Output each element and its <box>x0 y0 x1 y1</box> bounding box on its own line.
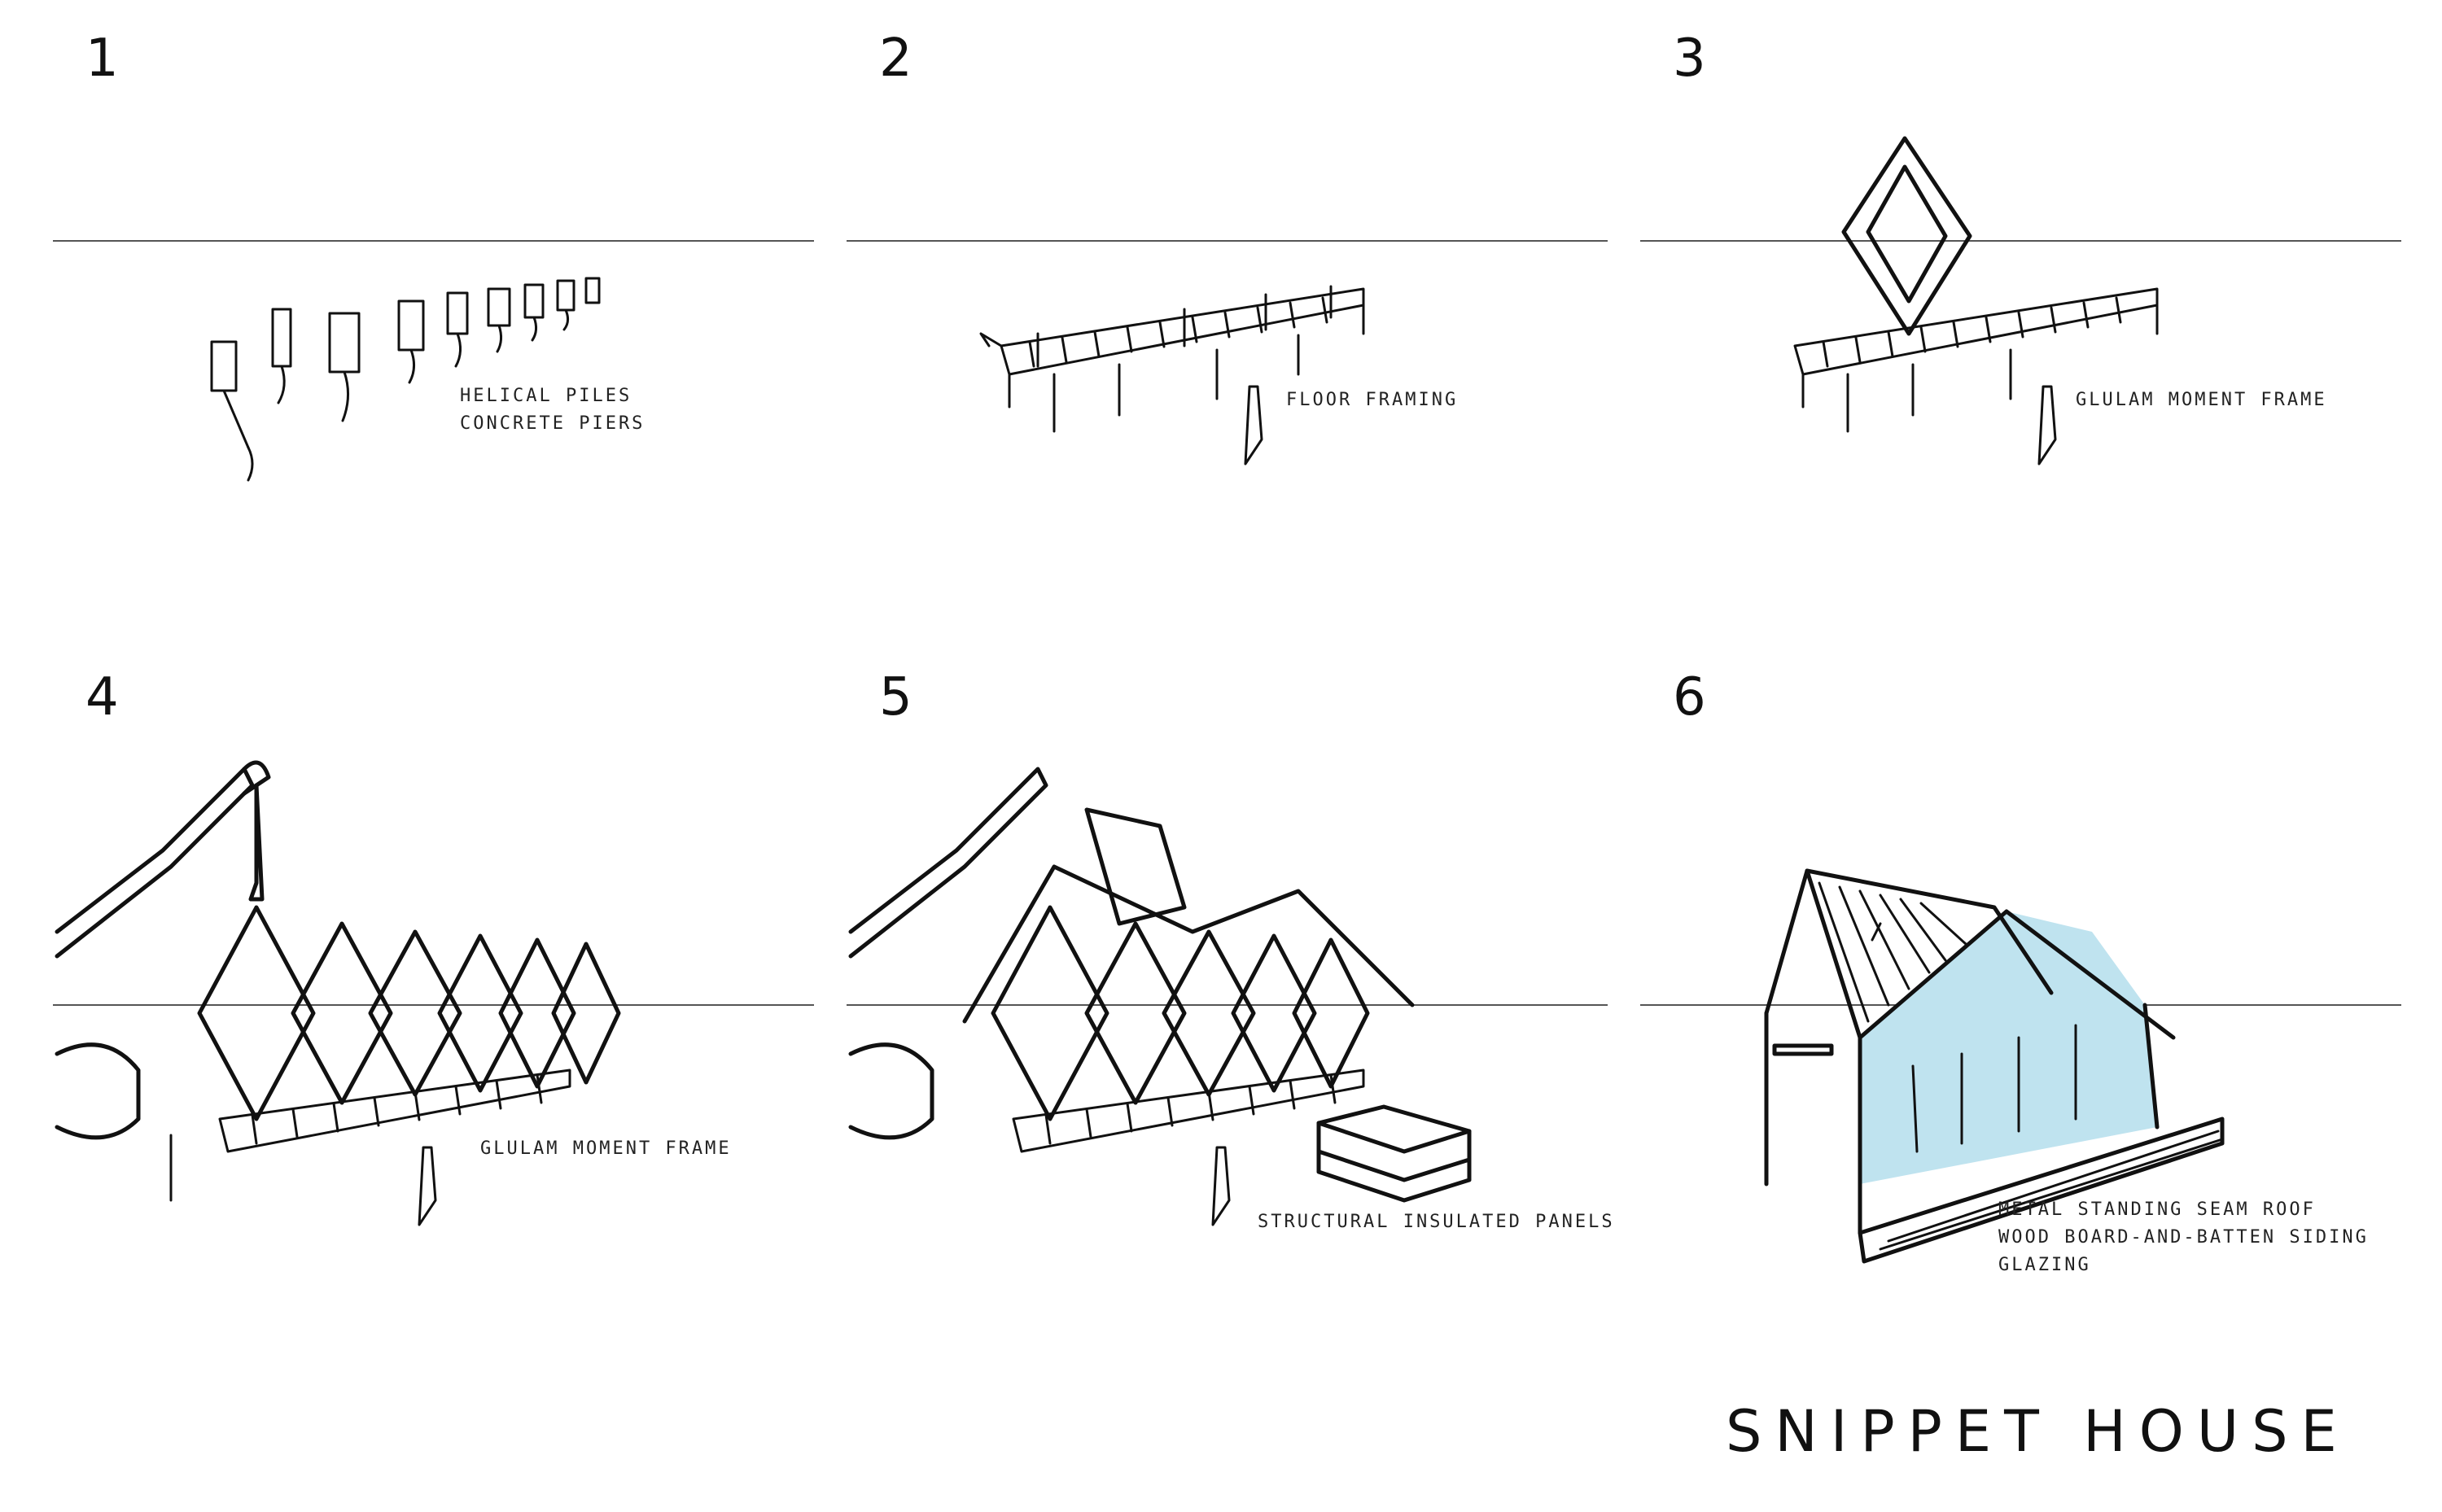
step-6-panel: 6 METAL STANDING SEAM ROOF WOOD BOARD-AN… <box>1636 663 2418 1298</box>
note-line: HELICAL PILES <box>460 386 632 406</box>
step-6-notes: METAL STANDING SEAM ROOF WOOD BOARD-AND-… <box>1998 1196 2369 1279</box>
roof-panels <box>962 807 1415 1024</box>
glulam-frame-sketch <box>1640 136 2401 465</box>
finished-house-sketch <box>1640 868 2401 1264</box>
step-number: 6 <box>1673 667 1706 728</box>
frame-erection-sketch <box>53 760 814 1226</box>
step-number: 4 <box>85 667 119 728</box>
step-2-notes: FLOOR FRAMING <box>1286 387 1458 414</box>
crane-sketch <box>55 760 271 1140</box>
crane-sketch <box>848 767 1048 1140</box>
sip-panels-sketch <box>847 767 1608 1226</box>
floor-deck <box>169 1068 571 1226</box>
floor-framing-sketch <box>847 240 1608 465</box>
step-4-panel: 4 GLULAM MOMENT FRAME <box>49 663 830 1298</box>
piles-sketch <box>53 240 814 482</box>
step-number: 3 <box>1673 28 1706 89</box>
note-line: FLOOR FRAMING <box>1286 390 1459 410</box>
project-title: SNIPPET HOUSE <box>1726 1398 2350 1465</box>
pile-group <box>210 277 601 482</box>
floor-deck <box>979 285 1365 465</box>
diamond-frame <box>1841 136 1972 336</box>
step-number: 5 <box>879 667 912 728</box>
glazing-fill <box>1860 911 2157 1184</box>
floor-deck <box>1793 287 2159 465</box>
step-1-panel: 1 HELICAL PILES CONCRETE PIERS <box>49 24 830 659</box>
sip-stack <box>1316 1104 1472 1203</box>
note-line: GLULAM MOMENT FRAME <box>2076 390 2327 410</box>
note-line: GLAZING <box>1998 1255 2091 1275</box>
note-line: GLULAM MOMENT FRAME <box>480 1138 732 1159</box>
floor-deck <box>1012 1068 1365 1226</box>
roof-seams <box>1818 881 2224 1251</box>
step-5-notes: STRUCTURAL INSULATED PANELS <box>1258 1208 1615 1236</box>
frame-row <box>991 905 1370 1121</box>
note-line: METAL STANDING SEAM ROOF <box>1998 1200 2316 1220</box>
step-1-notes: HELICAL PILES CONCRETE PIERS <box>460 382 645 438</box>
step-2-panel: 2 FLOOR FRAMING <box>842 24 1624 659</box>
step-5-panel: 5 STRUCTURAL INSULATED PANE <box>842 663 1624 1298</box>
house-outline <box>1764 868 2225 1264</box>
note-line: CONCRETE PIERS <box>460 413 646 434</box>
step-3-panel: 3 GLULAM MOMENT FRAME <box>1636 24 2418 659</box>
step-number: 2 <box>879 28 912 89</box>
note-line: STRUCTURAL INSULATED PANELS <box>1258 1212 1615 1232</box>
frame-row <box>197 905 621 1121</box>
step-number: 1 <box>85 28 119 89</box>
step-3-notes: GLULAM MOMENT FRAME <box>2076 387 2327 414</box>
note-line: WOOD BOARD-AND-BATTEN SIDING <box>1998 1227 2369 1248</box>
step-4-notes: GLULAM MOMENT FRAME <box>480 1135 732 1163</box>
